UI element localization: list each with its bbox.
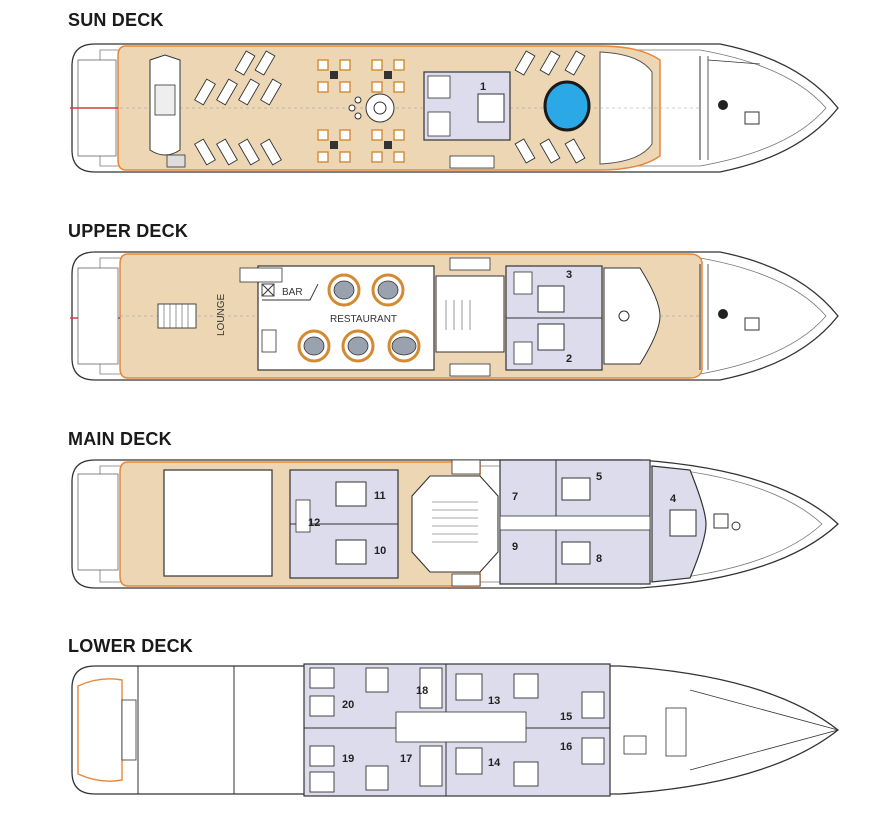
deck-title-sun: SUN DECK xyxy=(68,10,164,30)
deck-title-upper: UPPER DECK xyxy=(68,221,189,241)
cabin-3-label: 3 xyxy=(566,269,572,281)
cabin-15-label: 15 xyxy=(560,711,572,723)
cabin-11-label: 11 xyxy=(374,490,386,502)
upper-deck: LOUNGE BAR RESTAURANT xyxy=(70,251,839,381)
cabin-9-label: 9 xyxy=(512,541,518,553)
cabin-18-label: 18 xyxy=(416,685,428,697)
restaurant-label: RESTAURANT xyxy=(330,314,397,325)
cabin-4-label: 4 xyxy=(670,493,677,505)
main-deck-hatch xyxy=(163,469,273,577)
cabin-16-label: 16 xyxy=(560,741,572,753)
sun-loungers xyxy=(194,50,586,166)
cabin-17-label: 17 xyxy=(400,753,412,765)
cabin-10-label: 10 xyxy=(374,545,386,557)
dining-sets xyxy=(317,59,405,163)
cabin-19-label: 19 xyxy=(342,753,354,765)
main-stair xyxy=(411,475,499,573)
cabin-8-label: 8 xyxy=(596,553,602,565)
sun-deck: 1 xyxy=(70,43,839,173)
pool xyxy=(543,80,591,132)
cabin-20-label: 20 xyxy=(342,699,354,711)
cabin-1-label: 1 xyxy=(480,81,486,93)
cabin-5-label: 5 xyxy=(596,471,602,483)
cabin-14-label: 14 xyxy=(488,757,501,769)
main-deck: 11 12 10 7 9 5 8 4 xyxy=(71,459,839,589)
restaurant-tables xyxy=(297,273,421,363)
lounge-label: LOUNGE xyxy=(216,293,227,336)
lower-deck: 18 13 20 15 16 19 17 14 xyxy=(71,663,840,797)
deck-title-main: MAIN DECK xyxy=(68,429,172,449)
cabin-12-label: 12 xyxy=(308,517,320,529)
cabin-7-label: 7 xyxy=(512,491,518,503)
deck-title-lower: LOWER DECK xyxy=(68,636,193,656)
bar-label: BAR xyxy=(282,287,303,298)
cabin-2-label: 2 xyxy=(566,353,572,365)
cabin-13-label: 13 xyxy=(488,695,500,707)
